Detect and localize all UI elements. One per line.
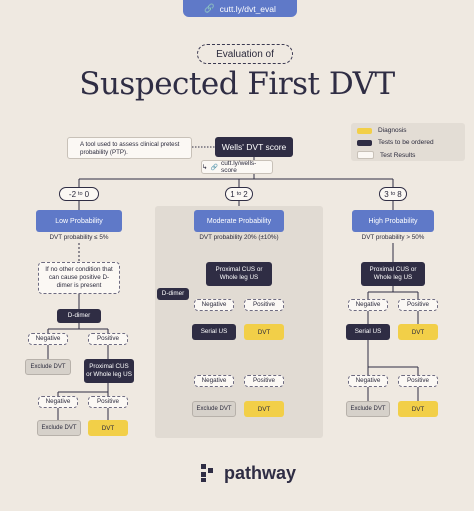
low-cus-negative: Negative [38,396,78,408]
low-ddimer-test: D-dimer [57,309,101,323]
tool-note: A tool used to assess clinical pretest p… [67,137,192,159]
low-exclude-dvt-2: Exclude DVT [37,420,81,436]
low-ddimer-positive: Positive [88,333,128,345]
link-icon: 🔗 [210,164,218,171]
moderate-serial-positive: Positive [244,375,284,387]
high-dvt-diagnosis: DVT [398,324,438,340]
legend-label: Test Results [380,151,416,159]
page-title: Suspected First DVT [79,66,395,102]
moderate-probability-box: Moderate Probability [194,210,284,232]
moderate-panel [155,206,323,438]
source-link-badge[interactable]: 🔗 cutt.ly/dvt_eval [183,0,297,17]
moderate-dvt-diagnosis-2: DVT [244,401,284,417]
moderate-serial-us: Serial US [192,324,236,340]
pathway-logo-icon [201,464,213,482]
legend-label: Diagnosis [378,127,407,134]
high-cus-test: Proximal CUS or Whole leg US [361,262,425,286]
eval-label: Evaluation of [197,44,293,64]
moderate-serial-negative: Negative [194,375,234,387]
link-arrow-icon: ↳ [202,164,208,171]
legend-swatch [357,139,372,146]
wells-link[interactable]: ↳ 🔗 cutt.ly/wells-score [201,160,273,174]
high-exclude-dvt: Exclude DVT [346,401,390,417]
high-serial-positive: Positive [398,375,438,387]
low-exclude-dvt: Exclude DVT [25,359,71,375]
legend-swatch [357,151,374,159]
moderate-ptp-text: DVT probability 20% (±10%) [199,234,279,241]
low-ddimer-negative: Negative [28,333,68,345]
legend: Diagnosis Tests to be ordered Test Resul… [351,123,465,161]
low-cus-positive: Positive [88,396,128,408]
low-cus-test: Proximal CUS or Whole leg US [84,359,134,383]
link-icon: 🔗 [204,3,215,13]
legend-label: Tests to be ordered [378,139,434,146]
low-probability-box: Low Probability [36,210,122,232]
wells-link-text: cutt.ly/wells-score [220,160,257,174]
high-cus-negative: Negative [348,299,388,311]
moderate-ddimer-test: D-dimer [157,288,189,300]
brand-name: pathway [224,462,297,483]
moderate-cus-positive: Positive [244,299,284,311]
moderate-cus-test: Proximal CUS or Whole leg US [206,262,272,286]
high-serial-us: Serial US [346,324,390,340]
high-serial-negative: Negative [348,375,388,387]
legend-item-results: Test Results [357,151,415,159]
low-ptp-text: DVT probability ≤ 5% [49,234,109,241]
source-link-text: cutt.ly/dvt_eval [219,3,276,14]
high-cus-positive: Positive [398,299,438,311]
high-probability-box: High Probability [352,210,434,232]
wells-score-box: Wells' DVT score [215,137,293,157]
brand-logo: pathway [200,461,296,485]
legend-item-tests: Tests to be ordered [357,139,434,146]
moderate-cus-negative: Negative [194,299,234,311]
legend-item-diagnosis: Diagnosis [357,127,407,134]
high-ptp-text: DVT probability > 50% [361,234,425,241]
moderate-dvt-diagnosis: DVT [244,324,284,340]
high-dvt-diagnosis-2: DVT [398,401,438,417]
low-condition-note: If no other condition that can cause pos… [38,262,120,294]
moderate-exclude-dvt: Exclude DVT [192,401,236,417]
legend-swatch [357,127,372,134]
low-dvt-diagnosis: DVT [88,420,128,436]
